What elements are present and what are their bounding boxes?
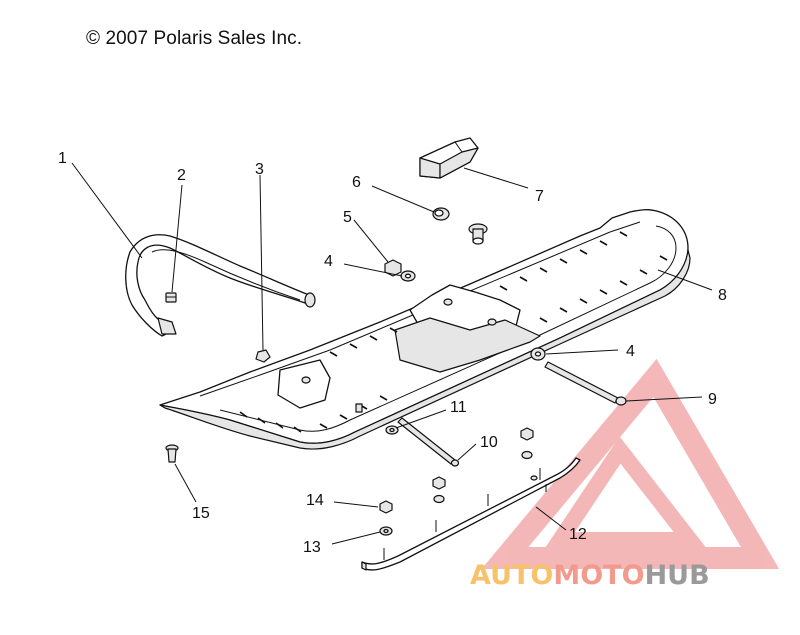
- part-5-nut: [384, 259, 402, 277]
- nut-runner-1: [520, 427, 534, 441]
- part-4-washer-lower: [530, 347, 546, 361]
- washer-runner-2: [433, 494, 445, 504]
- callout-13: 13: [303, 539, 321, 556]
- part-9-bolt: [544, 361, 627, 406]
- bushing: [468, 223, 488, 245]
- callout-4a: 4: [324, 253, 333, 270]
- watermark-triangle-inner: [545, 436, 707, 548]
- part-6-bolt: [432, 207, 450, 221]
- part-3-nut: [255, 349, 271, 363]
- part-12-wear-bar: [361, 457, 581, 571]
- leader-lines: [71, 162, 713, 545]
- part-8-ski-body: [159, 209, 691, 450]
- part-4-washer-upper: [400, 270, 416, 282]
- screw: [355, 403, 363, 413]
- callout-10: 10: [480, 434, 498, 451]
- callout-14: 14: [306, 492, 324, 509]
- watermark-auto: AUTO: [470, 560, 553, 591]
- callout-labels: 1 2 3 4 4 5 6 7 8 9 10 11 12 13 14 15: [58, 150, 727, 556]
- part-1-ski-loop: [125, 234, 316, 337]
- copyright-text: © 2007 Polaris Sales Inc.: [86, 28, 303, 49]
- callout-1: 1: [58, 150, 67, 167]
- callout-2: 2: [177, 167, 186, 184]
- watermark-hub: HUB: [645, 560, 710, 591]
- part-13-washer: [379, 526, 393, 536]
- callout-6: 6: [352, 174, 361, 191]
- callout-4b: 4: [626, 343, 635, 360]
- watermark-logo: [481, 358, 780, 569]
- part-15-pin: [165, 444, 179, 463]
- callout-15: 15: [192, 505, 210, 522]
- nut-runner-2: [432, 476, 446, 490]
- part-10-pin: [397, 417, 460, 467]
- washer-runner-1: [521, 450, 533, 460]
- callout-8: 8: [718, 287, 727, 304]
- watermark-text: AUTOMOTOHUB: [470, 560, 710, 591]
- callout-3: 3: [255, 161, 264, 178]
- callout-12: 12: [569, 526, 587, 543]
- callout-11: 11: [450, 399, 467, 416]
- callout-5: 5: [343, 209, 352, 226]
- callout-7: 7: [535, 188, 544, 205]
- watermark-triangle-outer: [481, 358, 780, 569]
- svg-text:AUTOMOTOHUB: AUTOMOTOHUB: [470, 560, 710, 591]
- part-11-washer: [385, 425, 399, 435]
- part-14-nut: [379, 500, 393, 514]
- watermark-moto: MOTO: [553, 560, 644, 591]
- callout-9: 9: [708, 391, 717, 408]
- part-7-bumper: [419, 137, 479, 179]
- part-2-bolt: [165, 292, 177, 303]
